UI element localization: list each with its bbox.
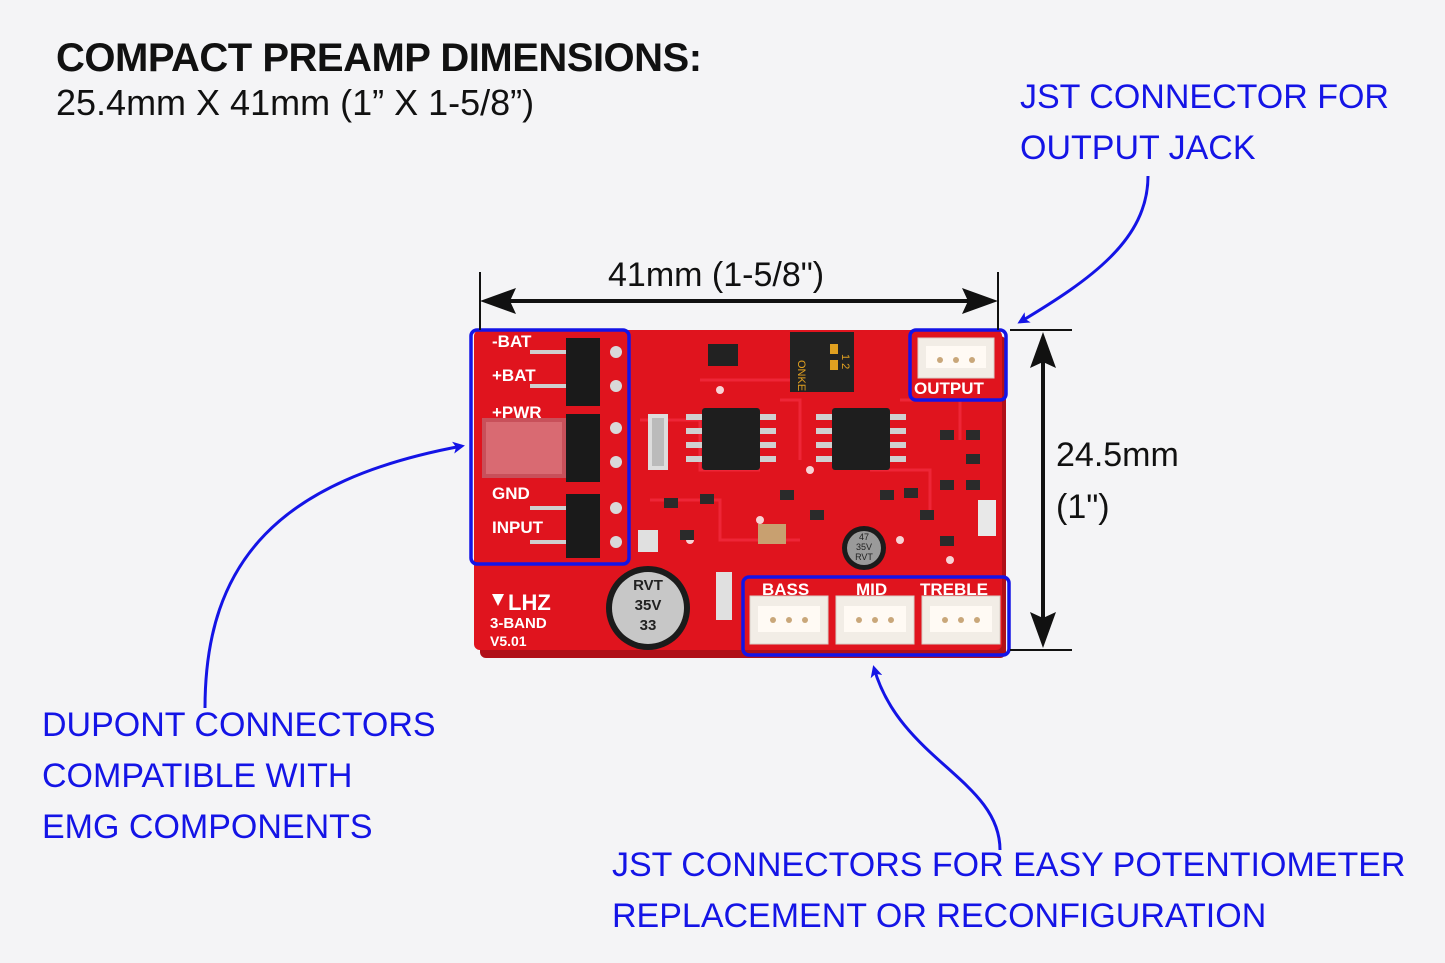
large-cap-voltage: 35V: [635, 597, 662, 614]
dupont-callout: DUPONT CONNECTORS COMPATIBLE WITH EMG CO…: [42, 700, 436, 853]
brand-name: LHZ: [508, 590, 551, 615]
pot-label-bass: BASS: [762, 580, 809, 599]
pot-jst-connectors: [749, 595, 1001, 645]
pot-label-mid: MID: [856, 580, 887, 599]
width-dimension-label: 41mm (1-5/8"): [608, 256, 825, 294]
pots-callout-arrow: [870, 665, 1002, 851]
pin-label-gnd: GND: [492, 484, 530, 503]
output-callout-arrow: [1017, 175, 1150, 324]
pin-label-pwr: +PWR: [492, 403, 542, 422]
pin-label-input: INPUT: [492, 518, 544, 537]
smd-components: [638, 344, 996, 620]
height-arrow-top-head: [1030, 332, 1056, 368]
pin-header-block: [482, 338, 622, 558]
dupont-callout-line: EMG COMPONENTS: [42, 808, 373, 846]
pot-label-treble: TREBLE: [920, 580, 988, 599]
height-dimension-line: [1010, 329, 1072, 651]
height-dimension-label: 24.5mm: [1056, 436, 1179, 474]
output-jack-callout: JST CONNECTOR FOR OUTPUT JACK: [1020, 72, 1389, 174]
small-cap-voltage: 35V: [856, 542, 872, 552]
model-name: 3-BAND: [490, 615, 547, 632]
version-label: V5.01: [490, 633, 527, 649]
width-arrow-left-head: [480, 288, 516, 314]
dip-switch-text: ONKE: [795, 360, 807, 391]
page-title: COMPACT PREAMP DIMENSIONS:: [56, 36, 702, 80]
dip-switch-numbers: 1 2: [839, 354, 851, 369]
output-jack-callout-line: JST CONNECTOR FOR: [1020, 78, 1389, 116]
small-cap-value: 47: [859, 532, 869, 542]
output-silk-label: OUTPUT: [914, 379, 985, 398]
dupont-highlight-box: [469, 328, 631, 566]
brand-logo: [492, 594, 504, 606]
pots-callout-line: REPLACEMENT OR RECONFIGURATION: [612, 897, 1267, 935]
width-arrow-right-head: [962, 288, 998, 314]
output-jack-callout-line: OUTPUT JACK: [1020, 129, 1256, 167]
large-cap-series: RVT: [633, 577, 663, 594]
height-arrow-bottom-head: [1030, 612, 1056, 648]
ic-chips: [686, 408, 906, 470]
pin-label-pos-bat: +BAT: [492, 366, 536, 385]
large-electrolytic-capacitor: RVT 35V 33: [606, 566, 690, 650]
page-subtitle: 25.4mm X 41mm (1” X 1-5/8”): [56, 82, 535, 123]
dupont-callout-line: COMPATIBLE WITH: [42, 757, 353, 795]
small-electrolytic-capacitor: 47 35V RVT: [842, 526, 886, 570]
height-dimension-label-inch: (1"): [1056, 488, 1110, 526]
pots-highlight-box: [741, 575, 1011, 657]
dupont-callout-arrow: [203, 441, 465, 709]
pots-callout: JST CONNECTORS FOR EASY POTENTIOMETER RE…: [612, 840, 1405, 942]
pin-label-neg-bat: -BAT: [492, 332, 532, 351]
output-jst-connector: [917, 337, 995, 379]
dip-switch: ONKE 1 2: [790, 332, 854, 392]
dupont-callout-line: DUPONT CONNECTORS: [42, 706, 436, 744]
output-highlight-box: [908, 328, 1008, 402]
pots-callout-line: JST CONNECTORS FOR EASY POTENTIOMETER: [612, 846, 1406, 884]
large-cap-value: 33: [640, 617, 657, 634]
small-cap-series: RVT: [855, 552, 873, 562]
